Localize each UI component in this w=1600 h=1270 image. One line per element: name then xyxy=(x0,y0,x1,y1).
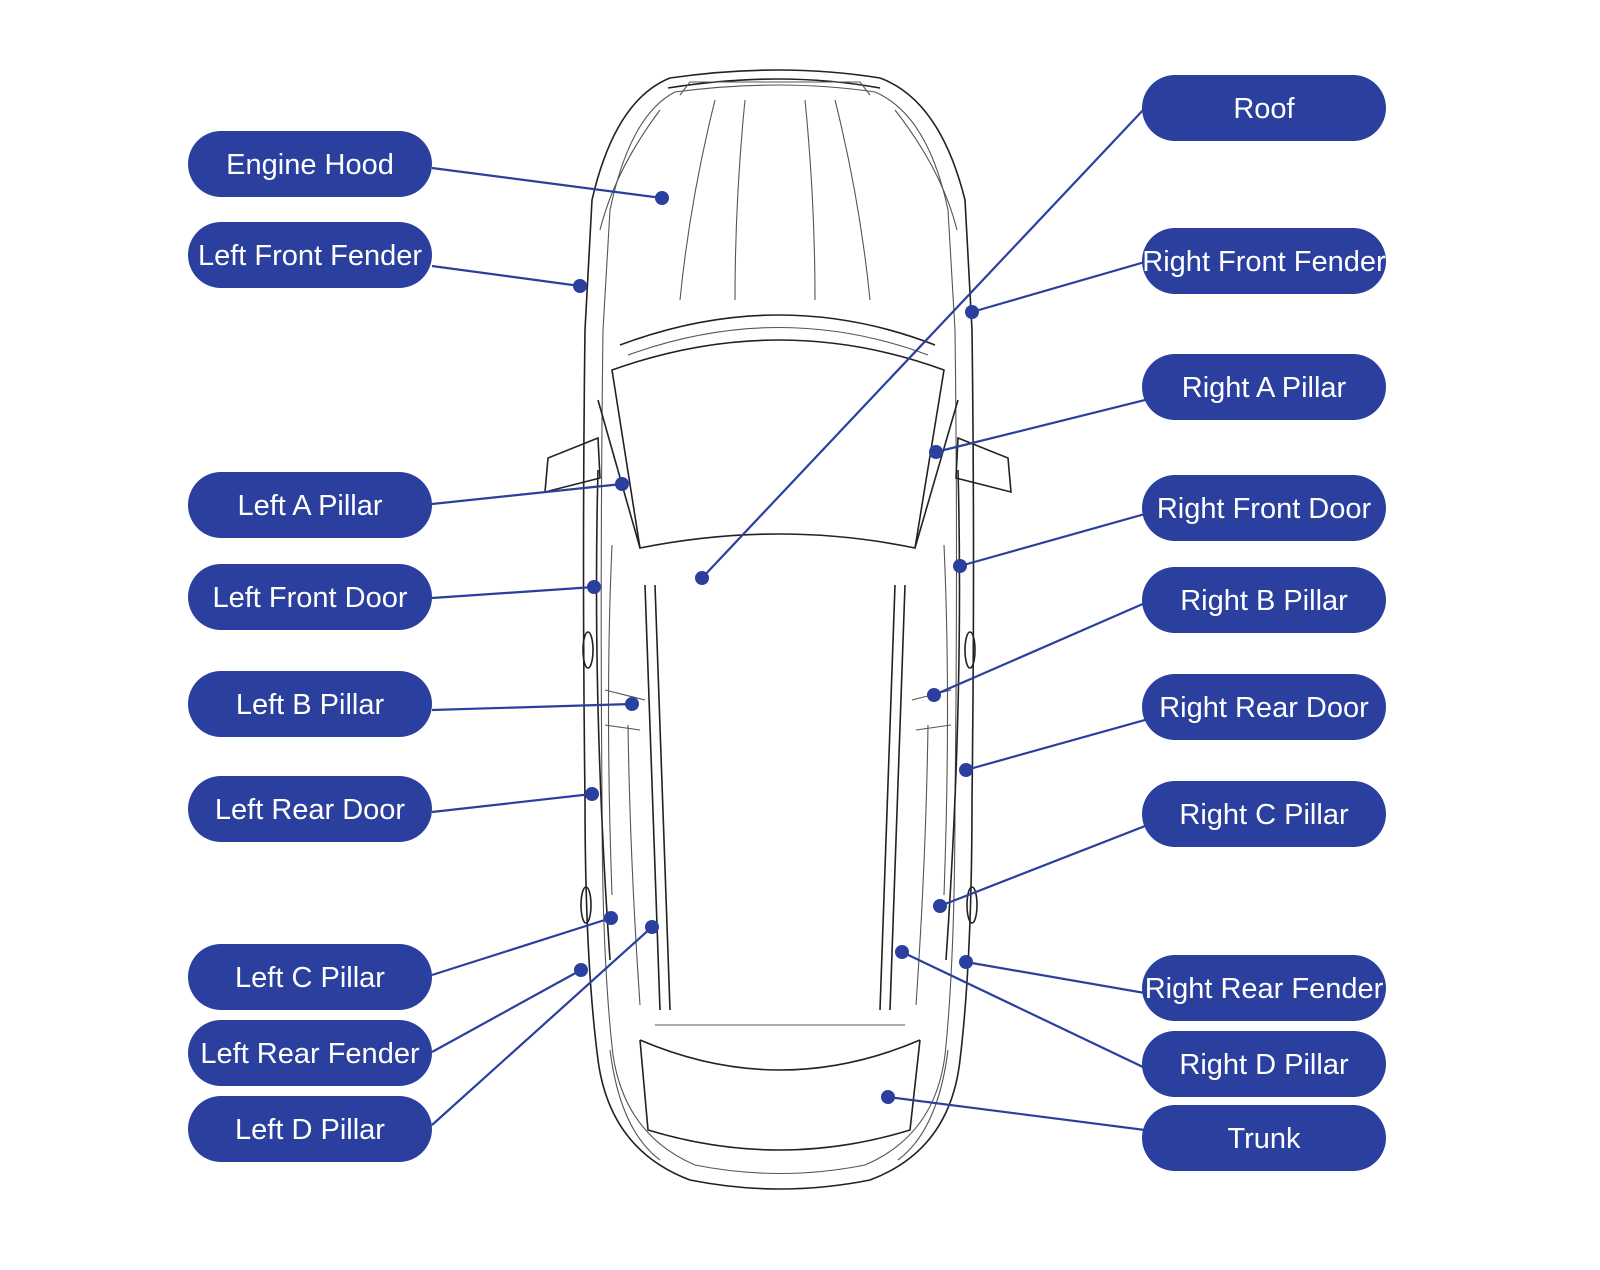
label-left-d-pillar: Left D Pillar xyxy=(188,1096,432,1162)
label-engine-hood-text: Engine Hood xyxy=(226,149,394,181)
leader-right-rear-fender xyxy=(965,960,1146,995)
label-roof-text: Roof xyxy=(1233,93,1295,125)
marker-roof xyxy=(695,571,709,585)
leader-trunk xyxy=(887,1095,1146,1132)
label-trunk: Trunk xyxy=(1142,1105,1386,1171)
label-right-rear-fender: Right Rear Fender xyxy=(1142,955,1386,1021)
leader-left-front-door xyxy=(431,585,595,600)
marker-left-rear-fender xyxy=(574,963,588,977)
leader-right-b-pillar xyxy=(933,601,1146,697)
marker-left-d-pillar xyxy=(645,920,659,934)
marker-right-front-fender xyxy=(965,305,979,319)
leader-roof xyxy=(701,107,1146,579)
label-left-a-pillar: Left A Pillar xyxy=(188,472,432,538)
leader-left-rear-fender xyxy=(431,969,582,1053)
label-left-c-pillar: Left C Pillar xyxy=(188,944,432,1010)
label-right-front-fender: Right Front Fender xyxy=(1142,228,1386,294)
label-right-c-pillar-text: Right C Pillar xyxy=(1179,799,1349,831)
marker-trunk xyxy=(881,1090,895,1104)
leader-left-a-pillar xyxy=(431,482,623,506)
marker-right-c-pillar xyxy=(933,899,947,913)
marker-right-d-pillar xyxy=(895,945,909,959)
leader-right-front-fender xyxy=(971,260,1146,314)
label-trunk-text: Trunk xyxy=(1227,1123,1301,1155)
leader-right-a-pillar xyxy=(935,398,1146,454)
marker-right-front-door xyxy=(953,559,967,573)
label-right-d-pillar-text: Right D Pillar xyxy=(1179,1049,1349,1081)
label-right-front-door: Right Front Door xyxy=(1142,475,1386,541)
label-right-c-pillar: Right C Pillar xyxy=(1142,781,1386,847)
label-left-front-door: Left Front Door xyxy=(188,564,432,630)
marker-engine-hood xyxy=(655,191,669,205)
label-left-rear-fender: Left Rear Fender xyxy=(188,1020,432,1086)
label-right-front-fender-text: Right Front Fender xyxy=(1142,246,1386,278)
marker-left-rear-door xyxy=(585,787,599,801)
leader-lines xyxy=(431,107,1146,1132)
marker-left-c-pillar xyxy=(604,911,618,925)
leader-engine-hood xyxy=(431,166,663,200)
leader-right-d-pillar xyxy=(901,951,1146,1069)
label-left-front-fender-text: Left Front Fender xyxy=(198,240,422,272)
leader-left-front-fender xyxy=(431,264,581,288)
label-right-front-door-text: Right Front Door xyxy=(1157,493,1372,525)
marker-right-a-pillar xyxy=(929,445,943,459)
label-left-front-door-text: Left Front Door xyxy=(212,582,407,614)
marker-left-front-door xyxy=(587,580,601,594)
label-left-c-pillar-text: Left C Pillar xyxy=(235,962,385,994)
leader-right-c-pillar xyxy=(939,824,1146,908)
label-left-d-pillar-text: Left D Pillar xyxy=(235,1114,385,1146)
leader-right-rear-door xyxy=(965,718,1146,772)
marker-right-rear-fender xyxy=(959,955,973,969)
label-roof: Roof xyxy=(1142,75,1386,141)
leader-left-rear-door xyxy=(431,792,593,814)
marker-left-b-pillar xyxy=(625,697,639,711)
leader-left-d-pillar xyxy=(431,926,653,1126)
leader-right-front-door xyxy=(959,512,1146,568)
label-right-b-pillar: Right B Pillar xyxy=(1142,567,1386,633)
leader-left-c-pillar xyxy=(431,916,612,977)
marker-left-a-pillar xyxy=(615,477,629,491)
label-engine-hood: Engine Hood xyxy=(188,131,432,197)
label-right-a-pillar-text: Right A Pillar xyxy=(1182,372,1347,404)
label-right-rear-fender-text: Right Rear Fender xyxy=(1145,973,1384,1005)
marker-right-b-pillar xyxy=(927,688,941,702)
leader-left-b-pillar xyxy=(431,702,633,712)
label-right-a-pillar: Right A Pillar xyxy=(1142,354,1386,420)
label-left-rear-fender-text: Left Rear Fender xyxy=(200,1038,420,1070)
label-left-b-pillar: Left B Pillar xyxy=(188,671,432,737)
car-top-view-outline xyxy=(544,69,1012,1190)
label-right-d-pillar: Right D Pillar xyxy=(1142,1031,1386,1097)
marker-left-front-fender xyxy=(573,279,587,293)
label-left-rear-door: Left Rear Door xyxy=(188,776,432,842)
label-left-rear-door-text: Left Rear Door xyxy=(215,794,406,826)
label-left-a-pillar-text: Left A Pillar xyxy=(237,490,382,522)
label-right-b-pillar-text: Right B Pillar xyxy=(1180,585,1348,617)
label-right-rear-door: Right Rear Door xyxy=(1142,674,1386,740)
label-left-front-fender: Left Front Fender xyxy=(188,222,432,288)
label-right-rear-door-text: Right Rear Door xyxy=(1159,692,1369,724)
label-left-b-pillar-text: Left B Pillar xyxy=(236,689,385,721)
marker-right-rear-door xyxy=(959,763,973,777)
